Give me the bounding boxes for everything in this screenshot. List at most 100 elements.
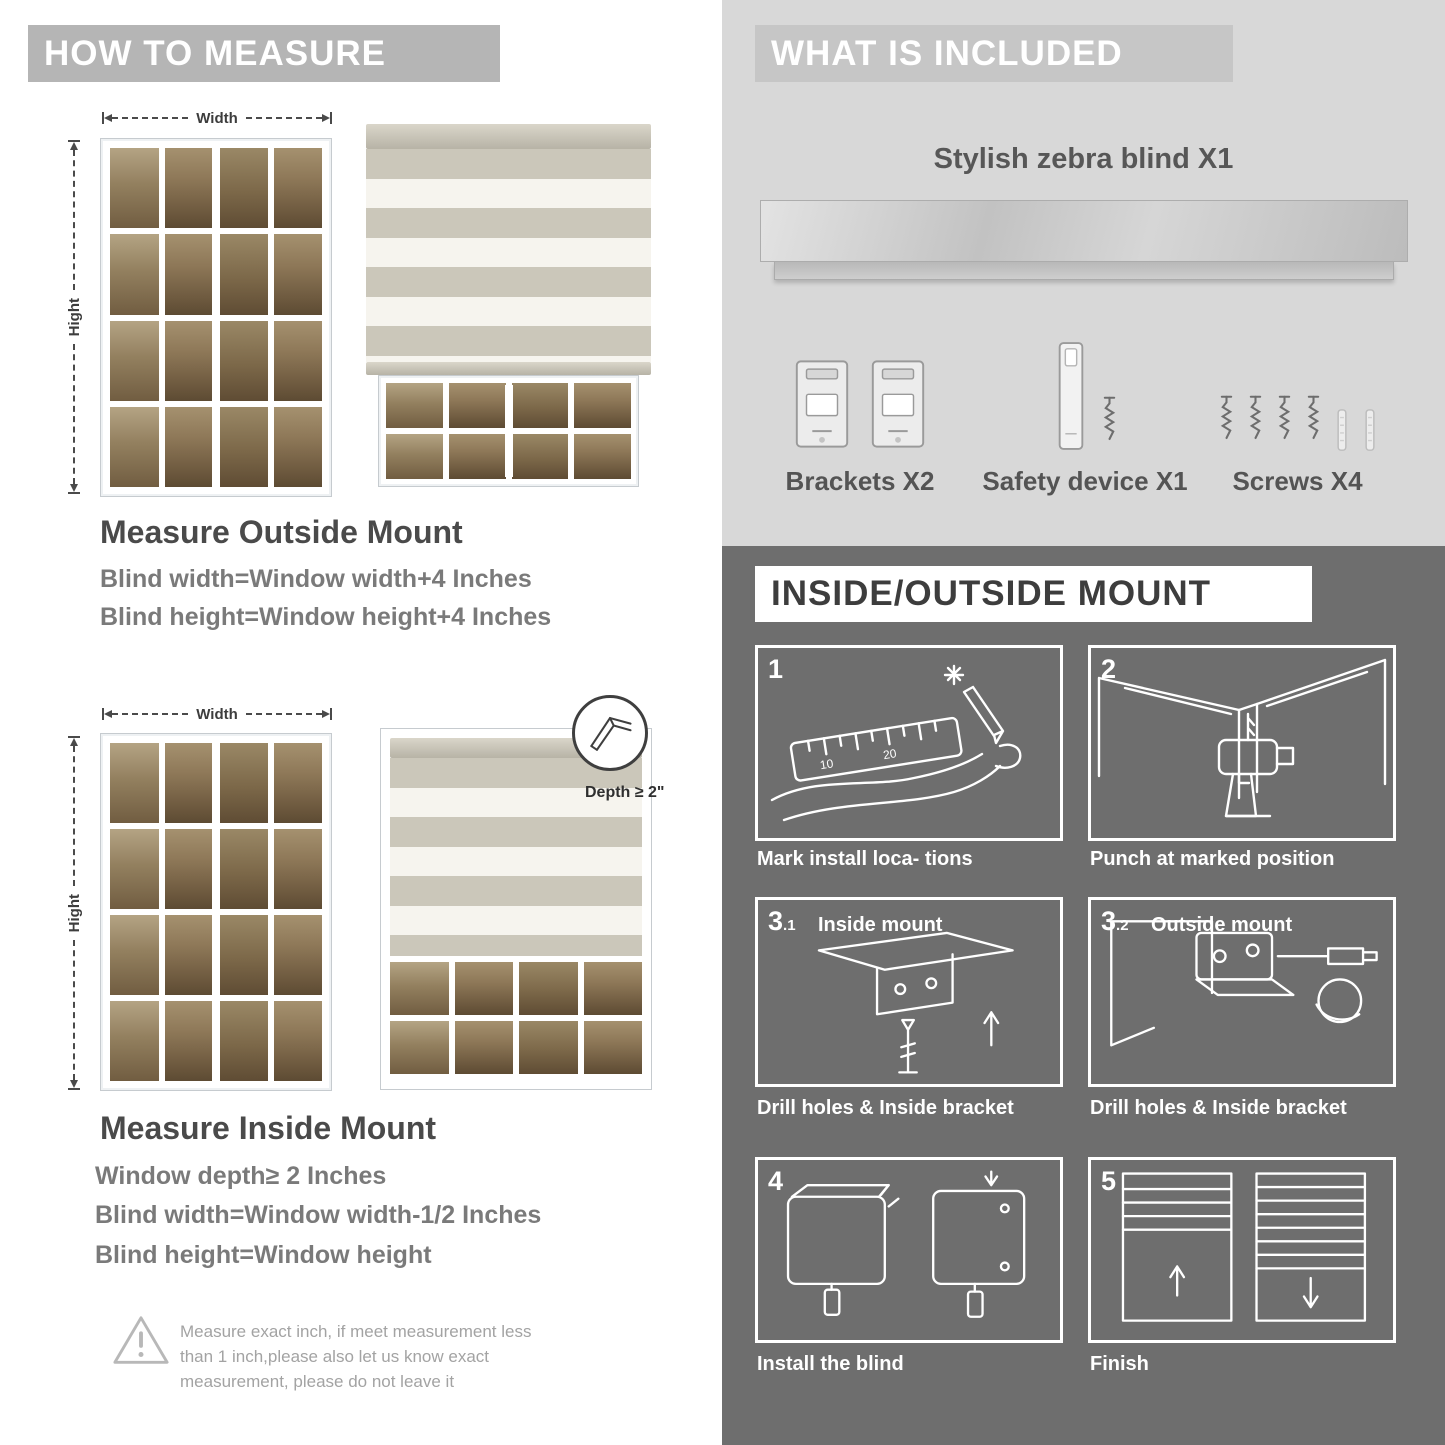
inside-depth-formula: Window depth≥ 2 Inches — [95, 1162, 387, 1190]
outside-width-formula: Blind width=Window width+4 Inches — [100, 565, 532, 593]
arrowhead-left-icon — [104, 710, 112, 718]
outside-mount-bracket-illustration — [1110, 920, 1378, 1047]
window-illustration-inside — [100, 733, 332, 1091]
product-title: Stylish zebra blind X1 — [933, 143, 1234, 175]
blind-stripes — [366, 149, 651, 362]
window-corner-icon — [590, 716, 632, 751]
window-mullion — [212, 743, 220, 1081]
step-number: 5 — [1101, 1166, 1117, 1196]
step-caption-5: Finish — [1090, 1353, 1149, 1375]
window-below-blind — [378, 375, 639, 487]
arrow-endbar — [68, 736, 80, 738]
step-inline-label: Outside mount — [1151, 914, 1293, 936]
height-arrow-inside: Hight — [65, 736, 83, 1091]
arrow-endbar — [330, 708, 333, 720]
width-arrow-outside: Width — [102, 110, 333, 127]
step-number: 3.1 — [768, 906, 796, 936]
height-arrow-outside: Hight — [65, 140, 83, 495]
measurement-note-line2: than 1 inch,please also let us know exac… — [180, 1347, 490, 1366]
svg-text:20: 20 — [882, 746, 898, 762]
blind-headrail-product — [760, 200, 1408, 262]
blind-headrail — [366, 124, 651, 149]
install-blind-illustration — [786, 1170, 1026, 1318]
screw-icon — [1307, 395, 1319, 440]
step-caption-3-1: Drill holes & Inside bracket — [757, 1097, 1014, 1119]
step-number: 1 — [768, 654, 784, 684]
arrowhead-right-icon — [322, 710, 331, 718]
safety-device-icon — [1058, 342, 1083, 450]
step-panel-1: 1 10 20 — [755, 645, 1063, 841]
dashed-line — [73, 150, 75, 290]
bracket-icon — [871, 360, 925, 448]
arrowhead-up-icon — [70, 738, 78, 746]
arrow-endbar — [330, 112, 333, 124]
step-panel-4: 4 — [755, 1157, 1063, 1343]
included-item-brackets: Brackets X2 — [775, 338, 945, 497]
measure-inside-mount-title: Measure Inside Mount — [100, 1110, 437, 1146]
step-panel-5: 5 — [1088, 1157, 1396, 1343]
step-panel-2: 2 — [1088, 645, 1396, 841]
arrow-endbar — [68, 140, 80, 142]
height-label: Hight — [65, 297, 83, 337]
step-panel-3-1: 3.1 Inside mount — [755, 897, 1063, 1087]
screw-icons — [1219, 338, 1377, 454]
step-caption-1: Mark install loca- tions — [757, 848, 973, 870]
dashed-line — [245, 117, 323, 119]
measurement-note-line3: measurement, please do not leave it — [180, 1372, 455, 1391]
blind-bottomrail — [366, 362, 651, 375]
dashed-line — [112, 713, 189, 715]
zebra-blind-outside-illustration — [366, 124, 651, 490]
screws-label: Screws X4 — [1232, 466, 1363, 496]
window-mullion — [504, 385, 513, 477]
window-panes — [390, 962, 642, 1074]
step-panel-3-2: 3.2 Outside mount — [1088, 897, 1396, 1087]
svg-text:10: 10 — [819, 756, 835, 772]
dashed-line — [73, 344, 75, 485]
window-mullion — [212, 148, 220, 487]
wall-anchor-icon — [1336, 409, 1347, 451]
wall-anchor-icon — [1364, 409, 1375, 451]
inside-width-formula: Blind width=Window width-1/2 Inches — [95, 1201, 542, 1229]
safety-device-label: Safety device X1 — [982, 466, 1188, 496]
zebra-blind-inside-illustration — [380, 728, 652, 1090]
screw-icon — [1249, 395, 1261, 440]
what-is-included-banner: WHAT IS INCLUDED — [755, 25, 1233, 82]
window-panes — [386, 383, 631, 479]
arrowhead-up-icon — [70, 142, 78, 150]
dashed-line — [73, 940, 75, 1081]
included-item-screws: Screws X4 — [1205, 338, 1390, 497]
width-arrow-inside: Width — [102, 706, 333, 723]
bracket-icons — [791, 338, 929, 454]
window-illustration-outside — [100, 138, 332, 497]
dashed-line — [245, 713, 323, 715]
window-panes — [110, 743, 322, 1081]
arrow-endbar — [102, 112, 104, 124]
arrow-endbar — [102, 708, 104, 720]
inside-outside-mount-banner: INSIDE/OUTSIDE MOUNT — [755, 566, 1312, 622]
brackets-label: Brackets X2 — [785, 466, 935, 496]
measurement-note-line1: Measure exact inch, if meet measurement … — [180, 1322, 532, 1341]
measure-outside-mount-title: Measure Outside Mount — [100, 514, 463, 550]
arrowhead-down-icon — [70, 484, 78, 493]
warning-triangle-icon — [110, 1312, 172, 1375]
how-to-measure-banner: HOW TO MEASURE — [28, 25, 500, 82]
mark-location-illustration: 10 20 — [770, 664, 1022, 822]
blind-stripes — [390, 758, 642, 956]
screw-icon — [1220, 395, 1232, 440]
mount-instructions-section — [722, 546, 1445, 1445]
arrowhead-left-icon — [104, 114, 112, 122]
depth-callout-circle — [572, 695, 648, 771]
bracket-icon — [795, 360, 849, 448]
step-caption-4: Install the blind — [757, 1353, 904, 1375]
arrow-endbar — [68, 1088, 80, 1091]
step-caption-3-2: Drill holes & Inside bracket — [1090, 1097, 1347, 1119]
inside-mount-bracket-illustration — [817, 931, 1014, 1074]
height-label: Hight — [65, 893, 83, 933]
window-panes — [110, 148, 322, 487]
step-number: 4 — [768, 1166, 784, 1196]
arrow-endbar — [68, 492, 80, 495]
inside-height-formula: Blind height=Window height — [95, 1241, 432, 1269]
step-number: 2 — [1101, 654, 1117, 684]
dashed-line — [112, 117, 189, 119]
